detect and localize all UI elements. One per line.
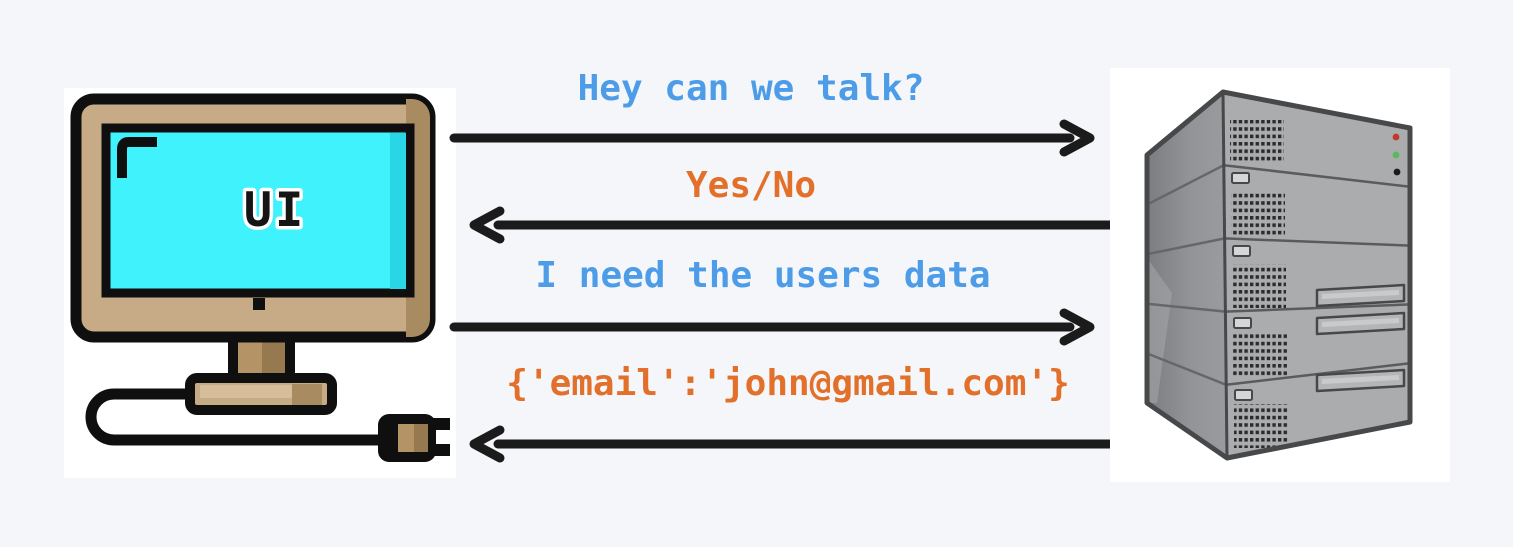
server-icon [1144,89,1413,461]
server-figure [1110,68,1450,482]
message-label-4: {'email':'john@gmail.com'} [506,363,1070,404]
bezel-button [253,298,265,310]
side-highlight [1147,258,1172,403]
power-cable [85,388,390,446]
front-edge-line [1221,91,1229,459]
led-red-icon [1392,133,1400,141]
request-arrow-right-icon [449,308,1095,346]
request-arrow-right-icon [449,119,1095,157]
led-green-icon [1392,151,1400,159]
monitor-screen-shade [390,133,406,289]
power-plug-icon [378,414,450,462]
monitor-stand [185,329,337,415]
unit-dividers-side [1146,164,1227,386]
message-label-2: Yes/No [685,165,817,206]
computer-icon: UI [70,93,450,462]
unit-buttons [1231,172,1253,401]
message-label-3: I need the users data [535,255,991,296]
message-label-1: Hey can we talk? [577,68,925,109]
response-arrow-left-icon [469,425,1117,463]
screen-corner-bracket-icon [117,137,157,178]
led-black-icon [1393,168,1401,176]
server-side-face [1147,92,1227,458]
response-arrow-left-icon [469,206,1117,244]
client-screen-label: UI [244,183,307,238]
drive-bay-highlights [1322,290,1399,384]
client-computer-figure: UI [64,88,456,478]
vent-grids [1230,120,1288,448]
monitor-screen [101,123,415,298]
